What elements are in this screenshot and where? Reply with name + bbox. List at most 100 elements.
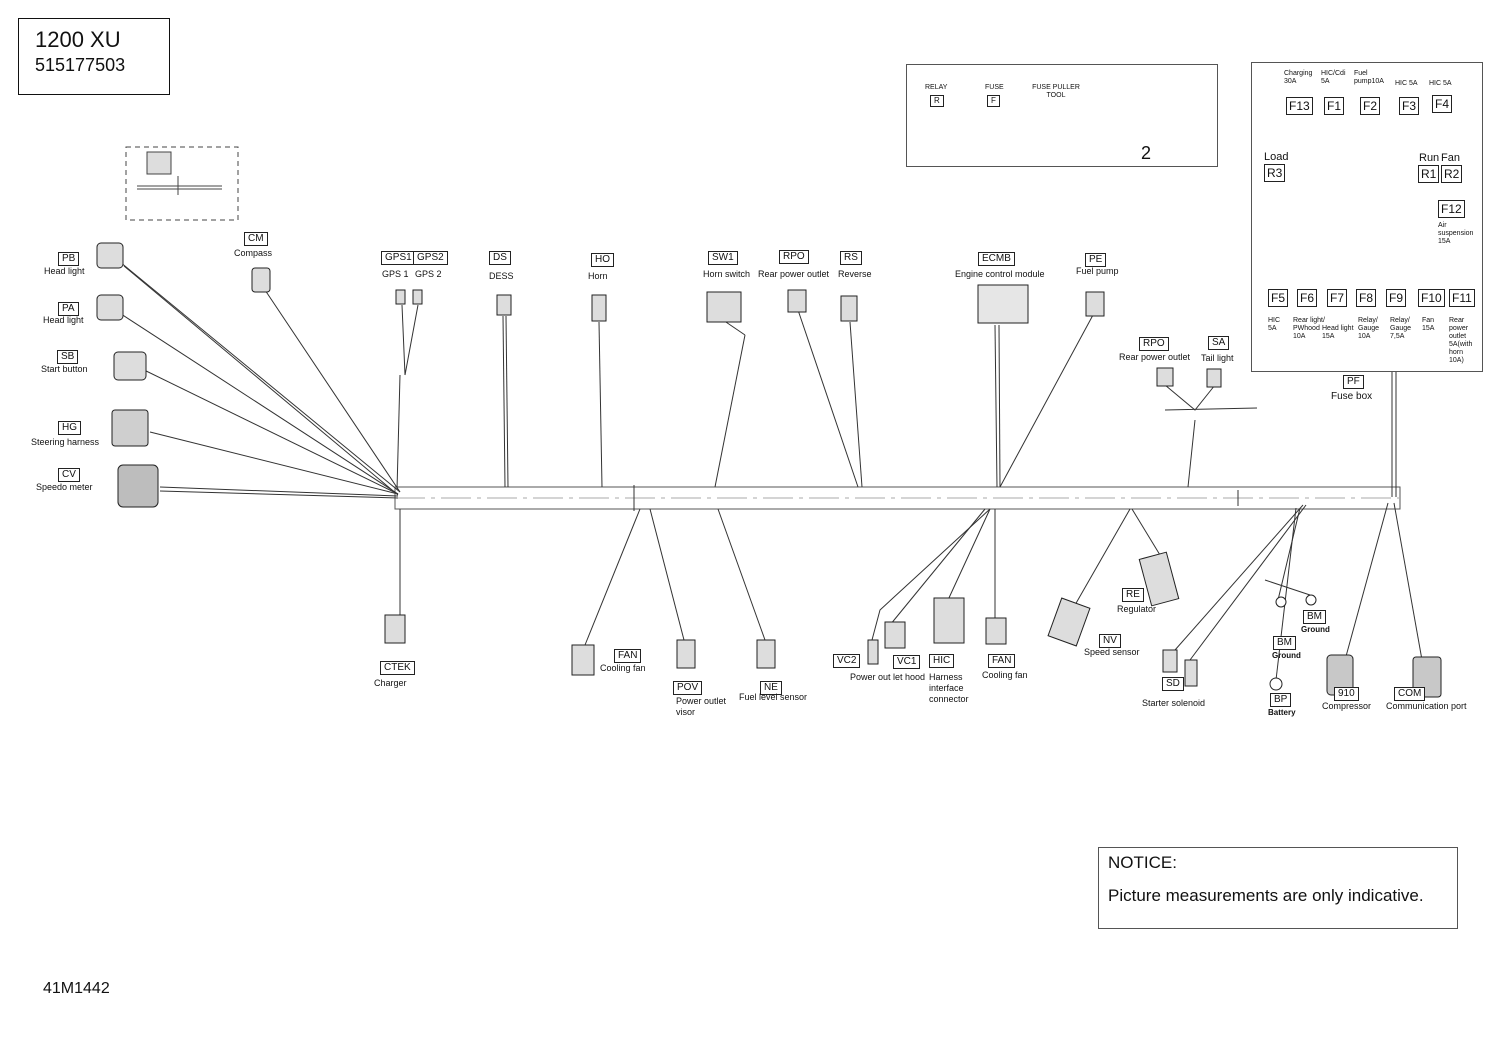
tag-ho: HO [591, 253, 614, 267]
label-sw1: Horn switch [703, 269, 751, 279]
tag-pe: PE [1085, 253, 1107, 267]
fuse-desc-f1: HIC/Cdi 5A [1321, 70, 1346, 85]
branch-rs [849, 321, 863, 488]
branch-cv [159, 486, 399, 497]
fuse-f11: F11 [1449, 289, 1475, 307]
connector-hg-shape [111, 409, 149, 447]
tag-910: 910 [1334, 687, 1359, 701]
branch-pb [119, 261, 401, 493]
connector-nv-shape [1047, 597, 1091, 647]
branch-fan1 [584, 508, 641, 646]
label-bp: Battery [1268, 708, 1296, 717]
tag-ne: NE [760, 681, 782, 695]
branch-bp [1275, 507, 1297, 681]
fuse-f3: F3 [1399, 97, 1420, 115]
connector-sb-shape [113, 351, 147, 381]
tag-rpo: RPO [779, 250, 809, 264]
tag-gps1: GPS1 [381, 251, 416, 265]
branch-sw1 [714, 334, 746, 488]
kit-item-number: 2 [1141, 143, 1152, 163]
tag-rpo2: RPO [1139, 337, 1169, 351]
label-cm: Compass [234, 248, 273, 258]
tag-cm: CM [244, 232, 268, 246]
connector-pa-shape [96, 294, 124, 321]
fuse-desc-f11: Rear power outlet 5A(with horn 10A) [1449, 317, 1473, 364]
notice-title: NOTICE: [1108, 853, 1177, 872]
connector-fan1-shape [571, 644, 595, 676]
tag-nv: NV [1099, 634, 1121, 648]
tag-com: COM [1394, 687, 1426, 701]
tag-cv: CV [58, 468, 80, 482]
label-rs: Reverse [838, 269, 872, 279]
tag-sd: SD [1162, 677, 1184, 691]
fuse-desc-f6: Rear light/ PWhood 10A [1293, 317, 1325, 340]
relay-caption: RELAY [925, 84, 948, 91]
label-pa: Head light [43, 315, 84, 325]
tag-gps2: GPS2 [413, 251, 448, 265]
connector-gps1-shape [395, 289, 406, 305]
branch-rpo [797, 309, 859, 488]
connector-ho-shape [591, 294, 607, 322]
relay-r2: R2 [1441, 165, 1463, 183]
connector-sw1-shape [706, 291, 742, 323]
branch-re [1131, 508, 1161, 556]
relay-desc-r1: Run [1419, 152, 1440, 164]
fuse-f2: F2 [1360, 97, 1381, 115]
label-bm2: Ground [1272, 651, 1301, 660]
spare-parts-kit-box: RELAY R FUSE F FUSE PULLER TOOL 2 [906, 64, 1218, 167]
fuse-desc-f9: Relay/ Gauge 7,5A [1390, 317, 1412, 340]
label-pe: Fuel pump [1076, 266, 1119, 276]
connector-sa-shape [1206, 368, 1222, 388]
fuse-f7: F7 [1327, 289, 1348, 307]
tag-ctek: CTEK [380, 661, 415, 675]
fuse-desc-f10: Fan 15A [1422, 317, 1435, 332]
label-nv: Speed sensor [1084, 647, 1140, 657]
fuse-desc-f5: HIC 5A [1268, 317, 1281, 332]
label-gps2: GPS 2 [415, 269, 442, 279]
tag-pa: PA [58, 302, 79, 316]
fuse-f10: F10 [1418, 289, 1445, 307]
connector-rs-shape [840, 295, 858, 322]
branch-ds [502, 315, 506, 488]
fuse-desc-f8: Relay/ Gauge 10A [1358, 317, 1380, 340]
tag-pb: PB [58, 252, 80, 266]
branch-pa [117, 311, 399, 495]
connector-rpo2-shape [1156, 367, 1174, 387]
tag-sw1: SW1 [708, 251, 738, 265]
ground-terminal-2 [1275, 596, 1287, 608]
branch-pe [999, 314, 1094, 488]
tag-hic: HIC [929, 654, 955, 668]
connector-re-shape [1138, 551, 1180, 607]
label-sb: Start button [41, 364, 88, 374]
branch-ho [598, 321, 603, 488]
fuse-desc-f3: HIC 5A [1395, 80, 1418, 87]
branch-sa [1187, 419, 1196, 488]
branch-910 [1344, 502, 1389, 661]
label-sa: Tail light [1201, 353, 1234, 363]
connector-pe-shape [1085, 291, 1105, 317]
fuse-f8: F8 [1356, 289, 1377, 307]
title-block: 1200 XU 515177503 [18, 18, 170, 95]
connector-vc1-shape [884, 621, 906, 649]
label-ne: Fuel level sensor [739, 692, 808, 702]
tag-fan1: FAN [614, 649, 642, 663]
ground-terminal-1 [1305, 594, 1317, 606]
battery-terminal [1269, 677, 1283, 691]
label-ds: DESS [489, 271, 514, 281]
fuse-f13: F13 [1286, 97, 1313, 115]
relay-r1: R1 [1418, 165, 1440, 183]
tag-bp: BP [1270, 693, 1292, 707]
tag-ds: DS [489, 251, 511, 265]
tag-pov: POV [673, 681, 703, 695]
connector-ne-shape [756, 639, 776, 669]
tag-ecmb: ECMB [978, 252, 1015, 266]
relay-desc-r3: Load [1264, 151, 1289, 163]
tag-sb: SB [57, 350, 79, 364]
fuse-box-panel: Charging 30A HIC/Cdi 5A Fuel pump10A HIC… [1251, 62, 1483, 372]
tag-hg: HG [58, 421, 81, 435]
fuse-f4: F4 [1432, 95, 1453, 113]
label-pov: Power outlet visor [676, 696, 727, 717]
connector-pov-shape [676, 639, 696, 669]
fuse-f12: F12 [1438, 200, 1465, 218]
branch-nv [1074, 508, 1131, 606]
